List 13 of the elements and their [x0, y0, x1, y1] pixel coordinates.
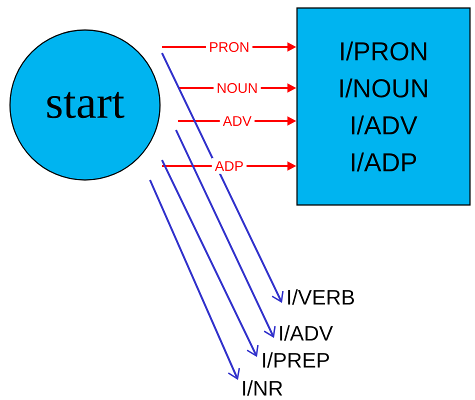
state-label: I/ADV: [280, 325, 333, 341]
edge-label: PRON: [206, 39, 252, 55]
state-box: I/PRON I/NOUN I/ADV I/ADP: [296, 7, 471, 206]
state-label: I/VERB: [288, 289, 354, 305]
edge-label: ADP: [212, 158, 247, 174]
edge-label: ADV: [220, 113, 255, 129]
arrow: [149, 180, 240, 380]
state-label: I/PREP: [263, 352, 329, 368]
edge-label: NOUN: [214, 80, 261, 96]
arrow: [161, 160, 259, 357]
arrow: [161, 52, 284, 303]
state-label: I/NR: [243, 380, 282, 396]
arrow: [175, 130, 276, 338]
